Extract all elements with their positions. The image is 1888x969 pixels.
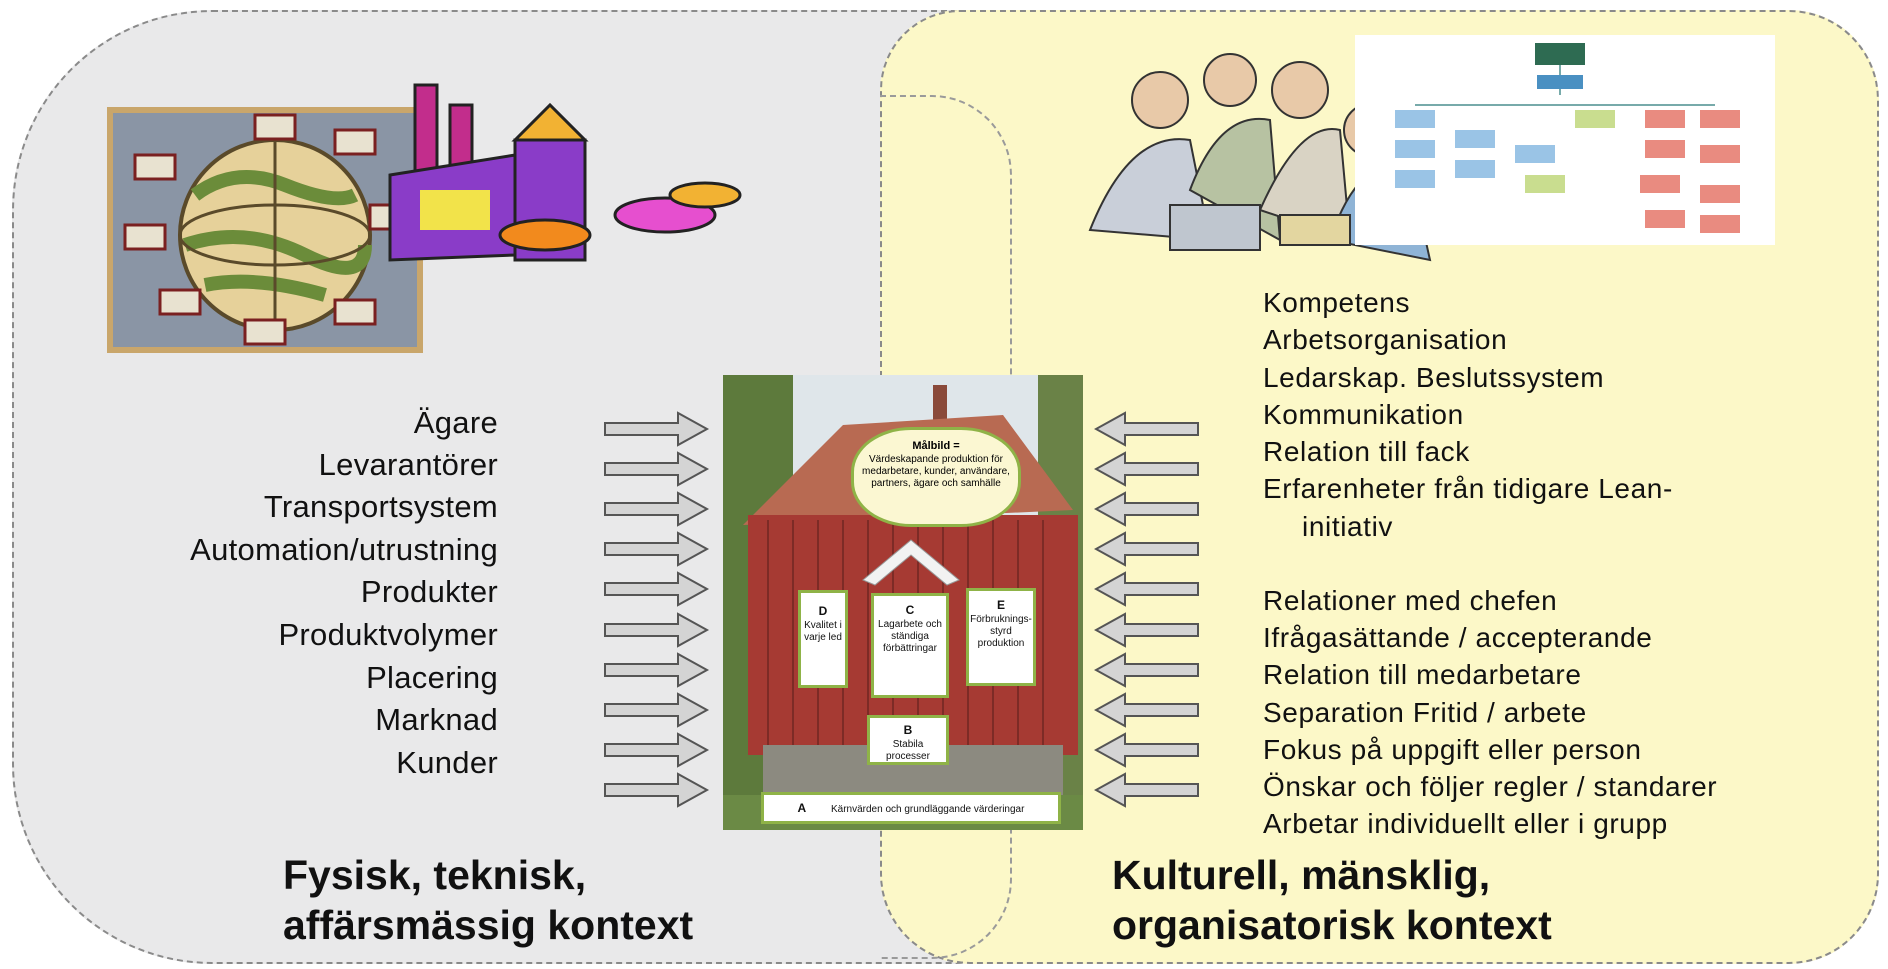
- left-arrow-icon: [1094, 772, 1199, 808]
- left-arrow-icon: [1094, 491, 1199, 527]
- right-arrow-icon: [604, 772, 710, 808]
- box-text: Förbruknings-styrd produktion: [970, 614, 1032, 649]
- left-context-title-line: affärsmässig kontext: [283, 902, 694, 948]
- org-chart-icon: [1355, 35, 1775, 245]
- left-arrow-icon: [1094, 531, 1199, 567]
- box-letter: C: [905, 603, 915, 617]
- right-factor: Önskar och följer regler / standarer: [1263, 771, 1718, 802]
- right-factor: Arbetar individuellt eller i grupp: [1263, 808, 1668, 839]
- right-factor: Relation till medarbetare: [1263, 659, 1582, 690]
- box-letter: D: [818, 604, 828, 618]
- globe-factory-clipart: [107, 83, 742, 353]
- left-arrow-icon: [1094, 692, 1199, 728]
- right-arrow-icon: [604, 531, 710, 567]
- left-factor: Ägare: [413, 405, 498, 440]
- right-factor: Ledarskap. Beslutssystem: [1263, 362, 1605, 393]
- left-arrow-icon: [1094, 571, 1199, 607]
- box-e: E Förbruknings-styrd produktion: [966, 588, 1036, 686]
- right-arrow-icon: [604, 451, 710, 487]
- box-letter: A: [797, 801, 807, 815]
- left-arrow-icon: [1094, 612, 1199, 648]
- right-factor: Ifrågasättande / accepterande: [1263, 622, 1653, 653]
- box-text: Kärnvärden och grundläggande värderingar: [830, 804, 1025, 815]
- left-factor: Levarantörer: [318, 447, 498, 482]
- left-factor: Produktvolymer: [278, 617, 498, 652]
- left-factor: Placering: [366, 660, 498, 695]
- left-factor: Produkter: [360, 574, 498, 609]
- box-letter: B: [903, 723, 913, 737]
- vision-title: Målbild =: [912, 440, 960, 452]
- left-arrow-icon: [1094, 451, 1199, 487]
- right-context-title-line: organisatorisk kontext: [1112, 902, 1552, 948]
- right-factor: Arbetsorganisation: [1263, 324, 1508, 355]
- left-context-title-line: Fysisk, teknisk,: [283, 852, 587, 898]
- right-arrow-icon: [604, 732, 710, 768]
- right-factor: Erfarenheter från tidigare Lean-: [1263, 473, 1673, 504]
- box-text: Stabila processer: [886, 739, 930, 762]
- left-arrow-icon: [1094, 732, 1199, 768]
- left-factor: Marknad: [375, 702, 498, 737]
- right-factor: initiativ: [1302, 511, 1393, 542]
- right-factor: Kommunikation: [1263, 399, 1464, 430]
- box-c: C Lagarbete och ständiga förbättringar: [871, 593, 949, 698]
- right-arrow-icon: [604, 411, 710, 447]
- left-arrow-icon: [1094, 411, 1199, 447]
- right-context-title: Kulturell, mänsklig, organisatorisk kont…: [1112, 850, 1552, 950]
- right-factor: Fokus på uppgift eller person: [1263, 734, 1642, 765]
- right-arrow-icon: [604, 491, 710, 527]
- box-letter: E: [996, 598, 1005, 612]
- left-context-title: Fysisk, teknisk, affärsmässig kontext: [283, 850, 693, 950]
- box-text: Kvalitet i varje led: [804, 620, 842, 643]
- right-factor: Relationer med chefen: [1263, 585, 1558, 616]
- right-arrows: [1094, 411, 1199, 808]
- right-factor: Separation Fritid / arbete: [1263, 697, 1587, 728]
- right-arrow-icon: [604, 692, 710, 728]
- right-factor: Kompetens: [1263, 287, 1411, 318]
- left-arrow-icon: [1094, 652, 1199, 688]
- box-text: Lagarbete och ständiga förbättringar: [878, 619, 942, 654]
- right-arrow-icon: [604, 612, 710, 648]
- right-arrow-icon: [604, 571, 710, 607]
- left-factor: Kunder: [396, 745, 498, 780]
- left-factor: Automation/utrustning: [190, 532, 498, 567]
- box-b: B Stabila processer: [867, 715, 949, 765]
- left-factor: Transportsystem: [263, 489, 498, 524]
- box-d: D Kvalitet i varje led: [798, 590, 848, 688]
- left-arrows: [604, 411, 710, 808]
- vision-text: Värdeskapande produktion för medarbetare…: [862, 454, 1010, 489]
- right-factor: Relation till fack: [1263, 436, 1470, 467]
- right-context-title-line: Kulturell, mänsklig,: [1112, 852, 1491, 898]
- vision-cloud: Målbild = Värdeskapande produktion för m…: [851, 427, 1021, 527]
- right-arrow-icon: [604, 652, 710, 688]
- red-house-photo: Målbild = Värdeskapande produktion för m…: [723, 375, 1083, 830]
- box-a: A Kärnvärden och grundläggande värdering…: [761, 792, 1061, 824]
